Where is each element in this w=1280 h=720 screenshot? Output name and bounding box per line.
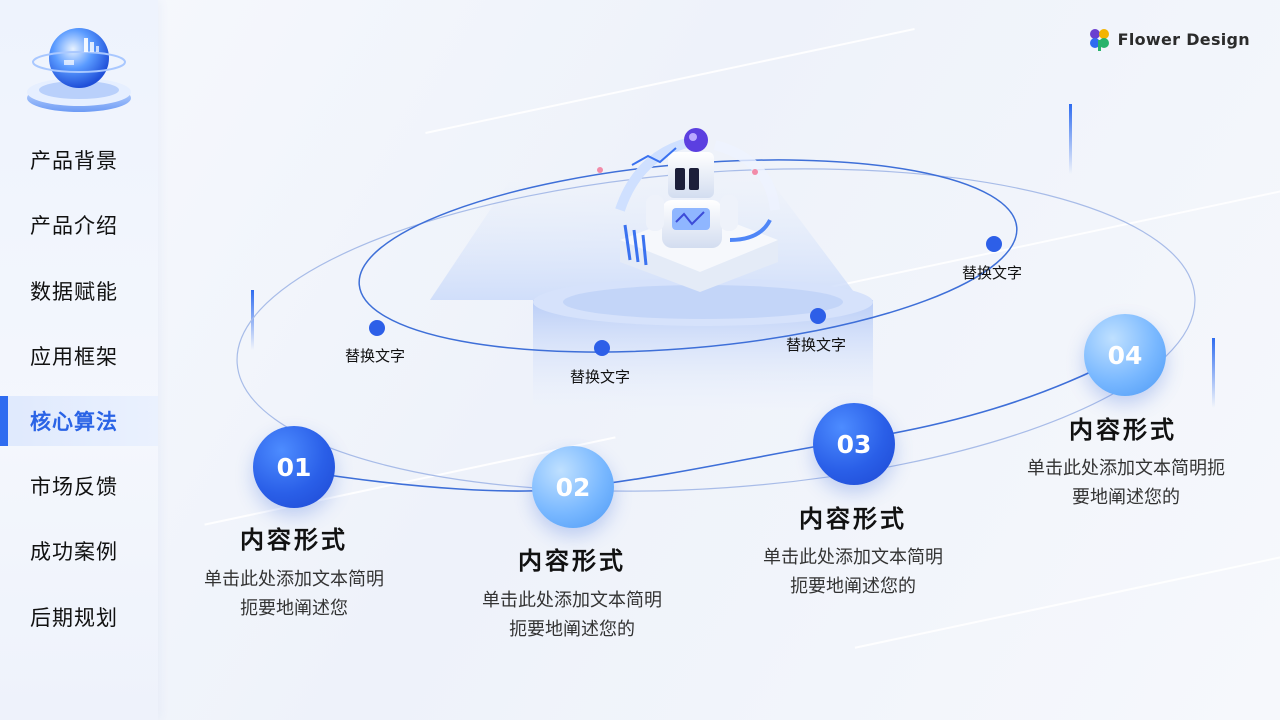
step-desc-line: 扼要地阐述您	[240, 598, 348, 619]
decor-line	[251, 290, 254, 350]
step-desc-line: 要地阐述您的	[1072, 487, 1180, 508]
sidebar-item-future-plan[interactable]: 后期规划	[30, 606, 118, 630]
step-desc-line: 扼要地阐述您的	[790, 576, 916, 597]
sidebar-item-success-cases[interactable]: 成功案例	[30, 540, 118, 564]
step-title: 内容形式	[240, 526, 348, 554]
step-number-badge: 03	[813, 403, 895, 485]
orbit-label: 替换文字	[570, 368, 631, 386]
flower-logo-icon	[1089, 29, 1109, 51]
brand-logo: Flower Design	[1086, 26, 1250, 52]
sidebar-item-data-empower[interactable]: 数据赋能	[30, 280, 118, 304]
sidebar-item-product-background[interactable]: 产品背景	[30, 149, 118, 173]
orbit-label: 替换文字	[345, 347, 406, 365]
sidebar-item-core-algorithm[interactable]: 核心算法	[0, 396, 158, 446]
step-title: 内容形式	[799, 505, 907, 533]
step-title: 内容形式	[518, 547, 626, 575]
step-desc-line: 单击此处添加文本简明	[204, 569, 384, 590]
orbit-dot	[810, 308, 826, 324]
step-desc-line: 单击此处添加文本简明	[482, 590, 662, 611]
step-number-badge: 02	[532, 446, 614, 528]
front-orbit-path	[294, 354, 1126, 492]
sidebar-item-market-feedback[interactable]: 市场反馈	[30, 475, 118, 499]
orbit-label: 替换文字	[962, 264, 1023, 282]
globe-logo-icon	[27, 28, 131, 112]
step-desc: 单击此处添加文本简明扼 要地阐述您的	[1008, 454, 1244, 512]
step-desc-line: 扼要地阐述您的	[509, 619, 635, 640]
step-number-badge: 04	[1084, 314, 1166, 396]
brand-name: Flower Design	[1117, 29, 1250, 49]
orbit-label: 替换文字	[786, 336, 847, 354]
sidebar-item-app-framework[interactable]: 应用框架	[30, 345, 118, 369]
step-desc-line: 单击此处添加文本简明扼	[1027, 458, 1225, 479]
sidebar: 产品背景 产品介绍 数据赋能 应用框架 核心算法 市场反馈 成功案例 后期规划	[0, 0, 158, 720]
step-desc: 单击此处添加文本简明 扼要地阐述您的	[462, 586, 682, 644]
step-desc: 单击此处添加文本简明 扼要地阐述您	[184, 565, 404, 623]
step-title: 内容形式	[1069, 416, 1177, 444]
step-desc: 单击此处添加文本简明 扼要地阐述您的	[743, 543, 963, 601]
decor-line	[1069, 104, 1072, 174]
orbit-dot	[986, 236, 1002, 252]
step-number-badge: 01	[253, 426, 335, 508]
orbit-dot	[594, 340, 610, 356]
decor-line	[1212, 338, 1215, 408]
robot-illustration	[597, 128, 780, 292]
sidebar-item-product-intro[interactable]: 产品介绍	[30, 214, 118, 238]
orbit-dot	[369, 320, 385, 336]
step-desc-line: 单击此处添加文本简明	[763, 547, 943, 568]
